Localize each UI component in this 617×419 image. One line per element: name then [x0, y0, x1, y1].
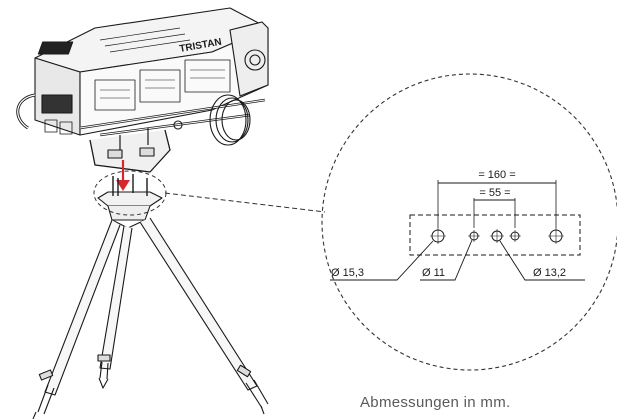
hole-large: [430, 228, 446, 244]
mounting-plate-detail: [330, 180, 585, 281]
outer-spacing-label: = 160 =: [478, 169, 515, 181]
hole-large-right: [548, 228, 564, 244]
inner-spacing-label: = 55 =: [479, 187, 510, 199]
hole-small-label: Ø 11: [422, 267, 445, 279]
hole-large-label: Ø 15,3: [331, 267, 364, 279]
mounting-arrow: [116, 160, 130, 191]
hole-small-right: [509, 230, 521, 242]
hole-medium: [490, 229, 504, 243]
hole-medium-label: Ø 13,2: [533, 267, 566, 279]
tripod: [32, 174, 269, 419]
detail-leader-line: [164, 192, 326, 213]
followspot-fixture: [16, 7, 269, 173]
detail-circle: [321, 73, 617, 371]
units-caption: Abmessungen in mm.: [360, 394, 511, 411]
hole-small: [468, 230, 480, 242]
